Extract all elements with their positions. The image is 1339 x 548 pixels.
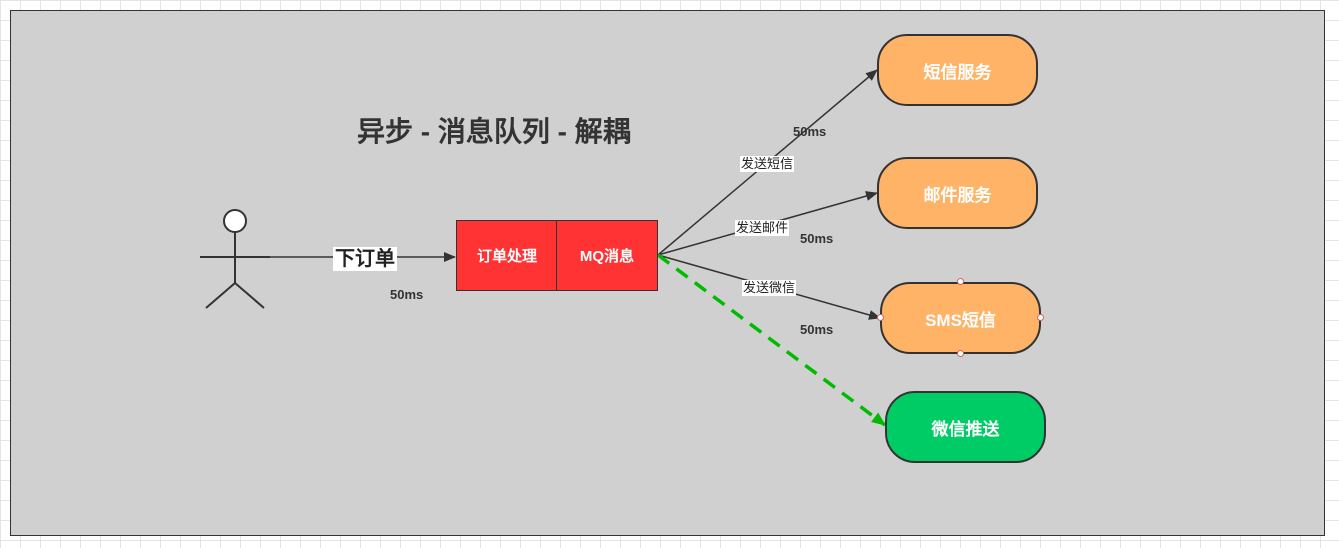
user-actor-icon	[200, 209, 270, 309]
selection-handle[interactable]	[957, 350, 964, 357]
time-order-label: 50ms	[390, 287, 424, 302]
selection-handle[interactable]	[957, 278, 964, 285]
edge-wechat-label: 发送微信	[742, 280, 797, 296]
mail-service-node[interactable]: 邮件服务	[877, 157, 1038, 229]
wechat-push-node[interactable]: 微信推送	[885, 391, 1046, 463]
edge-mail-label: 发送邮件	[735, 220, 790, 236]
edge-sms-label: 发送短信	[740, 156, 795, 172]
edge-wechat-push	[656, 253, 887, 427]
diagram-canvas	[10, 10, 1325, 536]
selection-handle[interactable]	[877, 314, 884, 321]
order-process-box[interactable]: 订单处理	[456, 220, 558, 291]
time-wechat-label: 50ms	[800, 322, 834, 337]
selection-handle[interactable]	[1037, 314, 1044, 321]
edge-order-label: 下订单	[333, 247, 397, 271]
mq-message-box[interactable]: MQ消息	[556, 220, 658, 291]
time-sms-label: 50ms	[793, 124, 827, 139]
time-mail-label: 50ms	[800, 231, 834, 246]
sms-service-node[interactable]: 短信服务	[877, 34, 1038, 106]
diagram-title: 异步 - 消息队列 - 解耦	[357, 116, 631, 147]
sms-text-node[interactable]: SMS短信	[880, 282, 1041, 354]
